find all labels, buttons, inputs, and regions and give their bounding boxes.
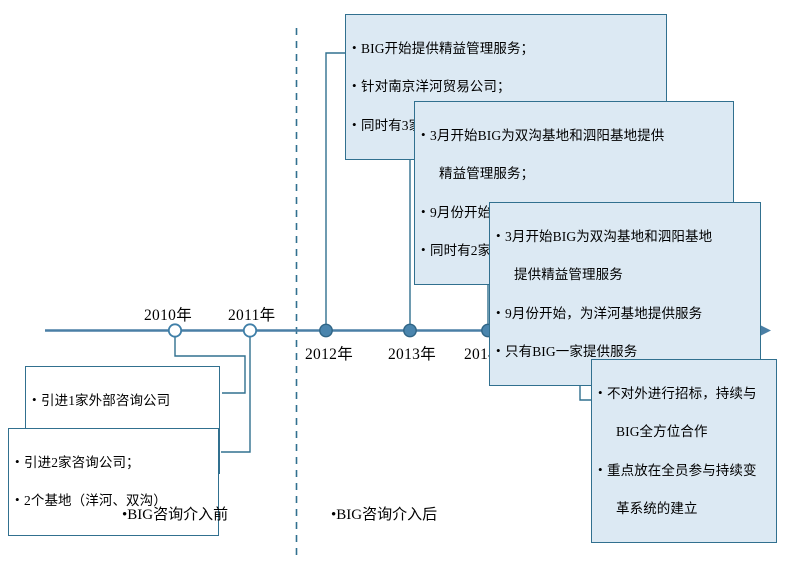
callout-2015-line-1: 不对外进行招标，持续与 [598, 384, 769, 403]
callout-2014-line-1: 3月开始BIG为双沟基地和泗阳基地 [496, 227, 753, 246]
connector-2011 [221, 331, 251, 453]
callout-2014-line-3: 9月份开始，为洋河基地提供服务 [496, 304, 753, 323]
callout-2015-line-2: BIG全方位合作 [616, 424, 708, 440]
year-label-2011: 2011年 [228, 307, 276, 324]
legend-after-big: •BIG咨询介入后 [331, 507, 438, 523]
callout-2011-line-2: 2个基地（洋河、双沟） [15, 491, 211, 510]
callout-2012-line-2: 针对南京洋河贸易公司； [352, 77, 659, 96]
marker-2010[interactable] [167, 323, 183, 338]
marker-2013[interactable] [403, 323, 417, 338]
callout-box-2015: 不对外进行招标，持续与 BIG全方位合作 重点放在全员参与持续变 革系统的建立 [591, 359, 777, 544]
year-label-2013: 2013年 [388, 346, 437, 363]
callout-2014-line-4: 只有BIG一家提供服务 [496, 342, 753, 361]
callout-2012-line-1: BIG开始提供精益管理服务； [352, 39, 659, 58]
callout-2011-line-1: 引进2家咨询公司； [15, 453, 211, 472]
callout-2010-line-1: 引进1家外部咨询公司 [32, 391, 212, 410]
callout-2015-line-4: 革系统的建立 [616, 501, 698, 517]
year-label-2012: 2012年 [305, 346, 354, 363]
marker-2012[interactable] [319, 323, 333, 338]
callout-box-2014: 3月开始BIG为双沟基地和泗阳基地 提供精益管理服务 9月份开始，为洋河基地提供… [489, 202, 761, 387]
callout-2013-line-2: 精益管理服务； [439, 166, 535, 182]
year-label-2010: 2010年 [144, 307, 193, 324]
connector-2012 [325, 52, 345, 331]
callout-box-2011: 引进2家咨询公司； 2个基地（洋河、双沟） [8, 428, 219, 536]
callout-2015-line-3: 重点放在全员参与持续变 [598, 461, 769, 480]
callout-2013-line-1: 3月开始BIG为双沟基地和泗阳基地提供 [421, 126, 726, 145]
legend-before-big: •BIG咨询介入前 [122, 507, 229, 523]
marker-2011[interactable] [242, 323, 258, 338]
callout-2014-line-2: 提供精益管理服务 [514, 267, 623, 283]
